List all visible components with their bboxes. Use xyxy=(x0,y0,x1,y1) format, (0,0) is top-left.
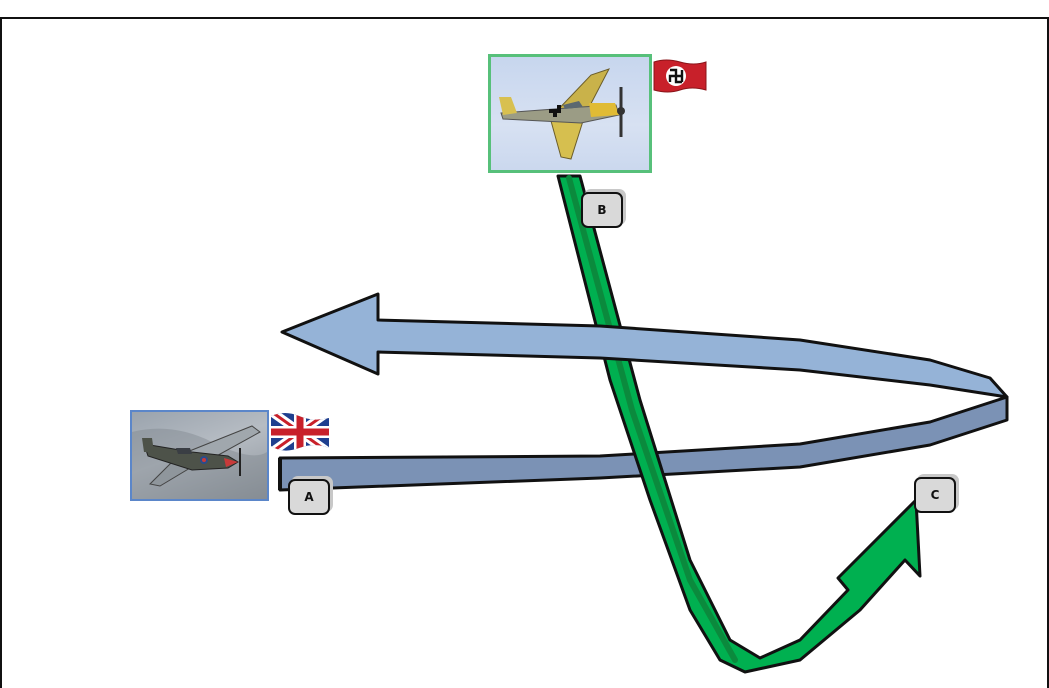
fighter-plane-b-photo xyxy=(488,54,652,173)
label-a: A xyxy=(288,479,330,515)
union-jack-flag xyxy=(271,413,329,451)
blue-arrow-upper-band xyxy=(280,292,1009,399)
green-arrow-band xyxy=(556,174,922,674)
cropped-top-strip xyxy=(0,0,1049,19)
blue-arrow-lower-band xyxy=(278,395,1009,492)
label-b: B xyxy=(581,192,623,228)
blue-arrow-tail xyxy=(278,458,282,490)
red-flag-with-emblem xyxy=(653,59,707,93)
fighter-plane-a-photo xyxy=(130,410,269,501)
green-arrow-inner-shadow xyxy=(566,175,738,663)
label-c: C xyxy=(914,477,956,513)
